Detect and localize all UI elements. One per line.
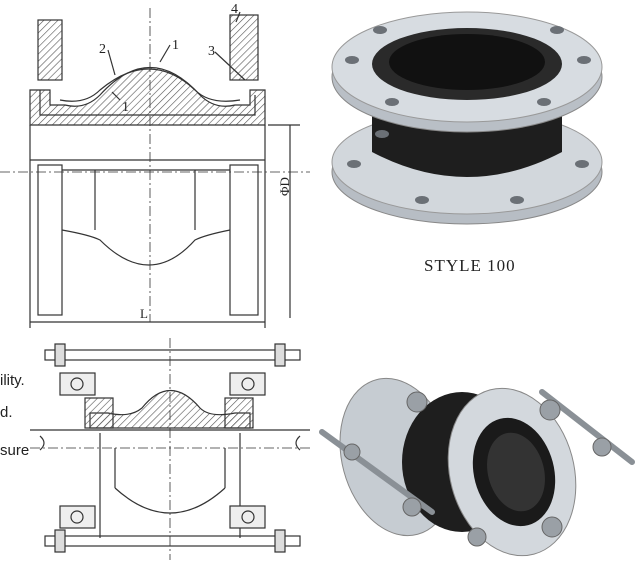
tie-rod-joint-photo [319,377,635,557]
style-caption: STYLE 100 [424,256,516,275]
callout-3: 3 [208,44,215,59]
cropped-text-2: d. [0,404,13,421]
callout-2: 2 [99,42,106,57]
callout-1-top: 1 [172,38,179,53]
dimension-l-label: L [140,306,148,321]
tie-rod-joint-drawing [30,338,310,560]
callout-1-lower: 1 [122,100,129,115]
cropped-text-3: sure [0,442,30,459]
expansion-joint-section-drawing: 4 2 1 3 1 ΦD L [0,2,310,328]
cropped-text-1: ility. [0,372,25,389]
dimension-d-label: ΦD [277,177,292,196]
callout-4: 4 [231,2,238,17]
style-100-joint-photo [331,11,603,225]
